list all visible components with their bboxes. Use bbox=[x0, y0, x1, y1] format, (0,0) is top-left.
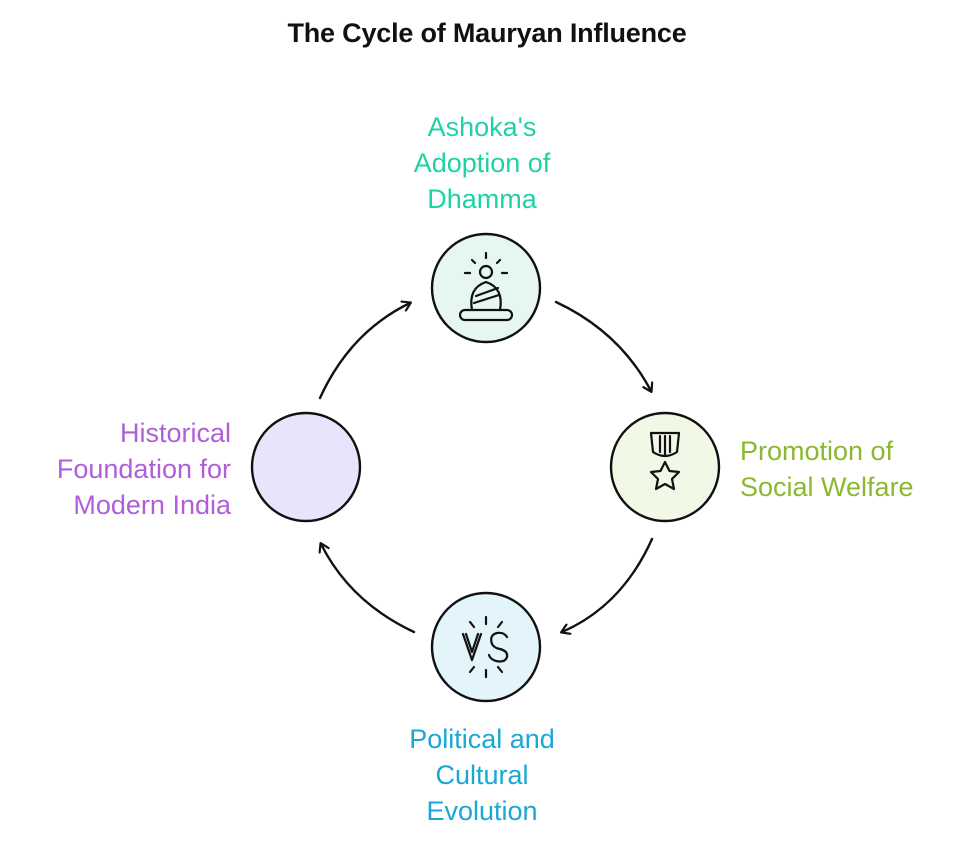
node-right-label-line: Promotion of bbox=[740, 436, 894, 466]
node-left-label: Historical Foundation for Modern India bbox=[20, 415, 231, 523]
node-left-label-line: Foundation for bbox=[56, 454, 231, 484]
node-top-label-line: Dhamma bbox=[427, 184, 537, 214]
node-top bbox=[430, 232, 542, 344]
node-right-label-line: Social Welfare bbox=[740, 472, 914, 502]
node-left-label-line: Modern India bbox=[73, 490, 231, 520]
node-bottom bbox=[430, 591, 542, 703]
node-bottom-label-line: Political and bbox=[409, 724, 555, 754]
node-bottom-label: Political and Cultural Evolution bbox=[382, 721, 582, 829]
arrow-bottom-to-left bbox=[321, 544, 416, 634]
arrow-right-to-bottom bbox=[562, 537, 654, 632]
versus-icon bbox=[461, 615, 509, 679]
medal-star-icon bbox=[649, 431, 681, 491]
node-bottom-circle bbox=[430, 591, 542, 703]
meditating-figure-icon bbox=[458, 251, 514, 322]
node-left bbox=[250, 411, 362, 523]
node-right bbox=[609, 411, 721, 523]
node-top-label-line: Ashoka's bbox=[427, 112, 537, 142]
node-right-label: Promotion of Social Welfare bbox=[740, 433, 914, 505]
node-top-label: Ashoka's Adoption of Dhamma bbox=[382, 109, 582, 217]
node-bottom-label-line: Cultural bbox=[435, 760, 529, 790]
node-left-circle bbox=[250, 411, 362, 523]
node-left-label-line: Historical bbox=[119, 418, 231, 448]
node-right-circle bbox=[609, 411, 721, 523]
arrow-left-to-top bbox=[318, 303, 410, 400]
node-bottom-label-line: Evolution bbox=[426, 796, 538, 826]
arrow-top-to-right bbox=[554, 300, 651, 391]
diagram-title: The Cycle of Mauryan Influence bbox=[287, 18, 687, 48]
node-top-circle bbox=[430, 232, 542, 344]
node-top-label-line: Adoption of bbox=[413, 148, 551, 178]
